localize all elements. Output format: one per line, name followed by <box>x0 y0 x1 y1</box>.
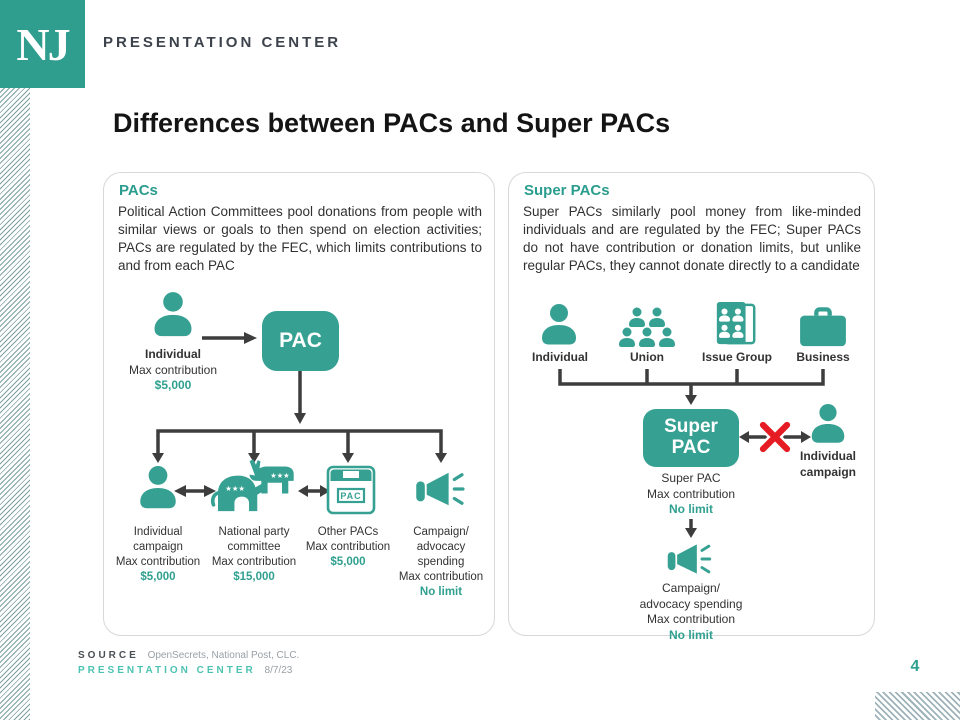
page-number: 4 <box>910 658 920 675</box>
pac-panel-description: Political Action Committees pool donatio… <box>118 204 482 273</box>
person-icon <box>811 403 845 443</box>
left-hatch-decoration <box>0 88 30 720</box>
red-x-icon <box>757 419 793 455</box>
caption-sub: Max contribution <box>646 486 736 501</box>
recipient-sub: Max contribution <box>305 540 391 553</box>
spending-sub: Max contribution <box>646 612 736 627</box>
brand-title: PRESENTATION CENTER <box>103 34 342 51</box>
recipient-value: $15,000 <box>233 570 275 583</box>
superpac-box-label: Super PAC <box>664 416 718 458</box>
pac-recipient-3: Other PACs Max contribution $5,000 <box>298 525 398 570</box>
superpac-spending: Campaign/ advocacy spending Max contribu… <box>611 581 771 643</box>
recipient-value: $5,000 <box>140 570 176 583</box>
person-icon <box>154 292 192 337</box>
page-title: Differences between PACs and Super PACs <box>113 108 671 138</box>
party-animals-icon: ★★★ <box>210 475 262 512</box>
pac-panel-heading: PACs <box>119 182 158 199</box>
recipient-value: No limit <box>419 585 463 598</box>
pac-file-icon: PAC <box>326 465 376 515</box>
pac-recipient-2: National party committee Max contributio… <box>204 525 304 585</box>
megaphone-icon <box>416 472 465 506</box>
union-people-icon <box>619 307 675 347</box>
blocked-node-label: Individual campaign <box>799 449 856 479</box>
footer-date: 8/7/23 <box>264 665 293 676</box>
pac-box: PAC <box>262 311 339 371</box>
footer-source: SOURCE OpenSecrets, National Post, CLC. <box>78 650 299 661</box>
issue-group-icon <box>716 301 756 345</box>
superpac-panel-description: Super PACs similarly pool money from lik… <box>523 204 861 273</box>
caption-value: No limit <box>669 502 713 517</box>
recipient-value: $5,000 <box>330 555 366 568</box>
superpac-donor-4: Business <box>796 350 850 364</box>
pac-recipient-4: Campaign/ advocacy spending Max contribu… <box>394 525 488 600</box>
superpac-caption: Super PAC Max contribution No limit <box>611 471 771 518</box>
svg-text:★★★: ★★★ <box>225 484 245 493</box>
party-animals-icon: ★★★ <box>249 459 294 494</box>
source-label: SOURCE <box>78 650 139 661</box>
superpac-panel: Super PACs Super PACs similarly pool mon… <box>508 172 875 642</box>
person-icon <box>542 304 576 345</box>
donor-value: $5,000 <box>154 378 192 393</box>
recipient-label: Other PACs <box>317 526 379 538</box>
superpac-donor-2: Union <box>630 350 664 364</box>
svg-text:★★★: ★★★ <box>270 471 289 480</box>
bottom-right-hatch-decoration <box>875 692 960 720</box>
footer-brand-label: PRESENTATION CENTER <box>78 665 256 676</box>
superpac-box: Super PAC <box>643 409 739 467</box>
megaphone-icon <box>667 544 712 574</box>
recipient-sub: Max contribution <box>211 555 297 568</box>
svg-text:PAC: PAC <box>340 491 361 501</box>
superpac-donor-1: Individual <box>531 350 588 364</box>
superpac-panel-heading: Super PACs <box>524 182 610 199</box>
person-icon <box>140 466 176 509</box>
recipient-sub: Max contribution <box>115 555 201 568</box>
recipient-sub: Max contribution <box>398 570 484 583</box>
footer-brand: PRESENTATION CENTER 8/7/23 <box>78 665 292 676</box>
recipient-label: National party committee <box>218 526 290 553</box>
donor-name: Individual <box>144 347 201 361</box>
spending-value: No limit <box>669 627 713 642</box>
pac-recipient-1: Individual campaign Max contribution $5,… <box>108 525 208 585</box>
superpac-donor-3: Issue Group <box>701 350 772 364</box>
donor-sub: Max contribution <box>128 362 218 377</box>
source-text: OpenSecrets, National Post, CLC. <box>147 650 300 661</box>
caption-label: Super PAC <box>661 471 721 485</box>
pac-panel: PACs Political Action Committees pool do… <box>103 172 495 636</box>
recipient-label: Campaign/ advocacy spending <box>413 526 469 568</box>
nj-logo: NJ <box>0 0 85 88</box>
recipient-label: Individual campaign <box>133 526 183 553</box>
briefcase-icon <box>800 307 846 347</box>
nj-logo-text: NJ <box>16 18 70 70</box>
pac-donor-label: Individual Max contribution $5,000 <box>113 347 233 394</box>
spending-label: Campaign/ advocacy spending <box>639 581 743 611</box>
